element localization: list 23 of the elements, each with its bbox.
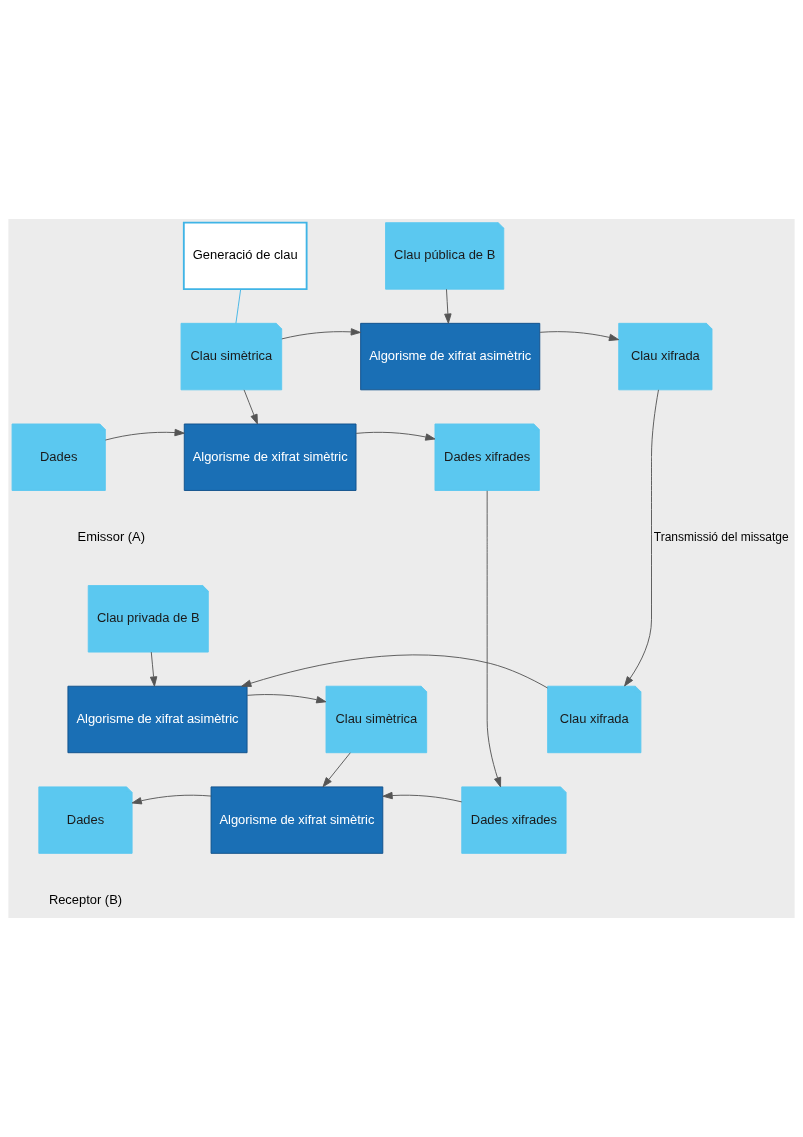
arrow [444, 288, 452, 324]
arrow [539, 331, 620, 342]
arrow [281, 328, 361, 340]
node-box: Algorisme de xifrat simètric [210, 786, 384, 854]
arrow [104, 428, 185, 441]
arrow [486, 490, 502, 788]
edge-label: Transmissió del missatge [653, 530, 789, 545]
node-box: Algorisme de xifrat asimètric [67, 685, 248, 754]
arrow [382, 791, 463, 803]
arrow [243, 389, 258, 425]
node-box: Generació de clau [182, 221, 308, 291]
arrow [322, 752, 351, 788]
label: Receptor (B) [48, 892, 123, 908]
node-box: Algorisme de xifrat asimètric [360, 322, 541, 391]
arrow [355, 431, 436, 441]
arrow [149, 651, 158, 687]
arrow [131, 794, 212, 805]
connector [235, 288, 242, 324]
arrow [624, 389, 659, 687]
arrow [246, 694, 327, 704]
label: Emissor (A) [77, 529, 146, 545]
arrow [241, 654, 549, 689]
node-box: Algorisme de xifrat simètric [183, 423, 357, 491]
